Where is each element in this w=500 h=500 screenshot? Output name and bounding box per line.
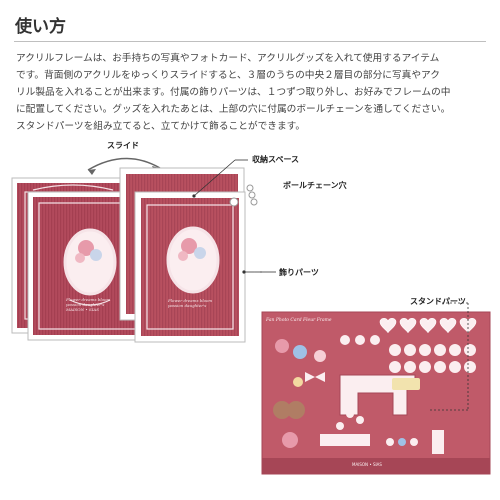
callout-storage: 収納スペース	[252, 155, 300, 164]
slide-arrow	[87, 157, 161, 171]
acrylic-frame-right	[119, 167, 246, 343]
sheet-title: Fan Photo Card Fleur Frame	[266, 318, 332, 323]
description-line: です。背面側のアクリルをゆっくりスライドすると、３層のうちの中央２層目の部分に写…	[16, 70, 440, 81]
sheet-brand: MAISON • SIAS	[352, 462, 382, 467]
callout-stand: スタンドパーツ	[410, 297, 466, 306]
title-divider	[14, 41, 486, 42]
ball-chain	[246, 184, 258, 206]
description-line: リル製品を入れることが出来ます。付属の飾りパーツは、１つずつ取り外し、お好みでフ…	[16, 87, 451, 98]
page-title: 使い方	[15, 17, 66, 37]
description-line: スタンドパーツを組み立てると、立てかけて飾ることができます。	[16, 121, 306, 132]
frame-caption-left: Flower dreams bloom passion daughter's M…	[66, 297, 111, 312]
description-line: アクリルフレームは、お手持ちの写真やフォトカード、アクリルグッズを入れて使用する…	[16, 53, 440, 64]
frame-caption-right: Flower dreams bloom passion daughter's	[168, 298, 213, 308]
decor-sheet	[261, 311, 491, 475]
slide-label: スライド	[107, 141, 139, 150]
callout-ball-chain: ボールチェーン穴	[283, 181, 347, 190]
description-line: に配置してください。グッズを入れたあとは、上部の穴に付属のボールチェーンを通して…	[16, 104, 451, 115]
description: アクリルフレームは、お手持ちの写真やフォトカード、アクリルグッズを入れて使用する…	[16, 50, 488, 135]
ball-chain-hole	[229, 197, 239, 207]
callout-decor: 飾りパーツ	[279, 268, 319, 277]
